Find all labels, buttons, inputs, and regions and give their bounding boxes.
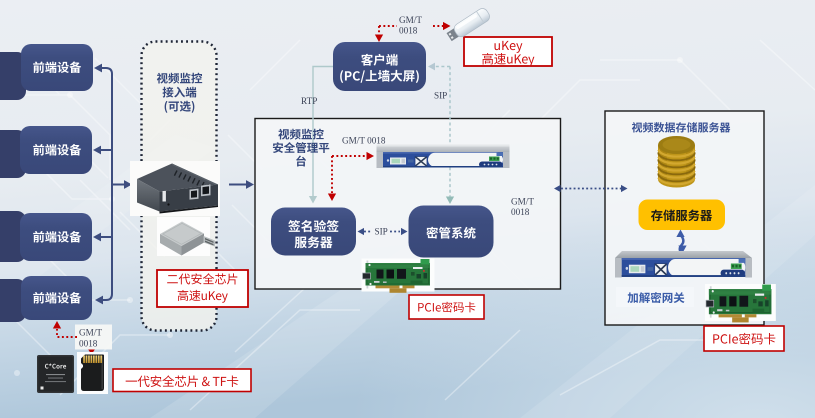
svg-text:0018: 0018 <box>511 207 530 217</box>
svg-text:GM/T: GM/T <box>511 197 534 207</box>
svg-text:GM/T: GM/T <box>79 328 102 338</box>
svg-text:SIP: SIP <box>434 91 447 101</box>
svg-text:0018: 0018 <box>79 339 98 349</box>
svg-text:0018: 0018 <box>399 26 418 36</box>
svg-text:GM/T 0018: GM/T 0018 <box>342 136 386 146</box>
svg-text:SIP: SIP <box>375 227 388 237</box>
svg-text:GM/T: GM/T <box>399 15 422 25</box>
svg-text:RTP: RTP <box>301 96 317 106</box>
